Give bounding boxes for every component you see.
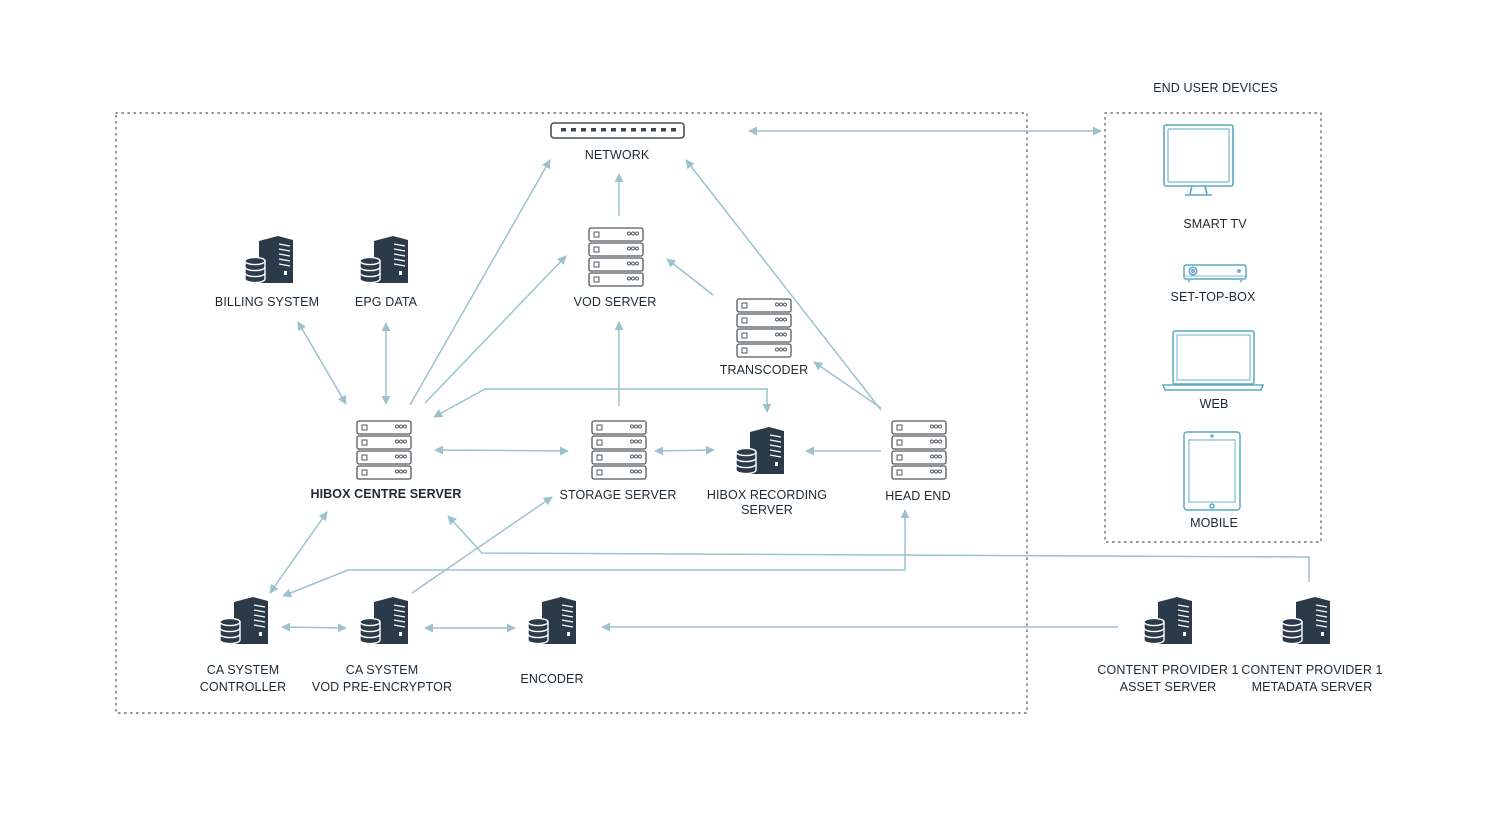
hibox-centre-server-label: HIBOX CENTRE SERVER	[310, 487, 462, 501]
smart-tv-icon	[1163, 124, 1234, 196]
epg-data-building-icon	[359, 235, 409, 284]
link-centre-recording	[433, 388, 772, 418]
end-user-devices-title: END USER DEVICES	[1153, 81, 1278, 95]
ca-system-controller-label-line1: CA SYSTEM	[206, 663, 280, 677]
ca-controller-building-icon	[219, 596, 269, 645]
link-centre-cacontroller	[269, 511, 328, 594]
content-provider-asset-label-line2: ASSET SERVER	[1119, 680, 1217, 694]
mobile-label: MOBILE	[1190, 516, 1238, 530]
system-boundary	[115, 112, 1028, 714]
laptop-icon	[1161, 330, 1265, 391]
content-provider-metadata-label-line1: CONTENT PROVIDER 1	[1241, 663, 1383, 677]
link-metadata-centre	[447, 515, 1310, 582]
smart-tv-label: SMART TV	[1183, 217, 1247, 231]
network-label: NETWORK	[584, 148, 650, 162]
link-storage-recording	[654, 445, 715, 456]
content-provider-asset-label: CONTENT PROVIDER 1 ASSET SERVER	[1096, 662, 1240, 696]
link-centre-network	[409, 159, 551, 406]
ca-system-encryptor-label-line1: CA SYSTEM	[345, 663, 419, 677]
link-transcoder-vod	[666, 258, 714, 296]
storage-server-rack-icon	[591, 420, 647, 480]
epg-data-label: EPG DATA	[354, 295, 418, 309]
link-cacontroller-encryptor	[281, 622, 347, 633]
vod-server-rack-icon	[588, 227, 644, 287]
network-switch-icon	[550, 122, 685, 139]
content-provider-asset-label-line1: CONTENT PROVIDER 1	[1097, 663, 1239, 677]
web-label: WEB	[1199, 397, 1229, 411]
connections	[269, 126, 1310, 633]
storage-server-label: STORAGE SERVER	[559, 488, 677, 502]
set-top-box-icon	[1183, 264, 1247, 283]
asset-server-building-icon	[1143, 596, 1193, 645]
hibox-recording-server-label-line2: SERVER	[741, 503, 793, 517]
link-billing-centre	[297, 321, 347, 405]
tablet-icon	[1183, 431, 1241, 511]
head-end-label: HEAD END	[885, 489, 951, 503]
set-top-box-label: SET-TOP-BOX	[1170, 290, 1256, 304]
encoder-building-icon	[527, 596, 577, 645]
ca-system-controller-label: CA SYSTEM CONTROLLER	[180, 662, 306, 696]
link-centre-storage	[434, 445, 569, 456]
ca-encryptor-building-icon	[359, 596, 409, 645]
end-user-devices-boundary	[1104, 112, 1322, 543]
billing-system-label: BILLING SYSTEM	[214, 295, 320, 309]
content-provider-metadata-label: CONTENT PROVIDER 1 METADATA SERVER	[1240, 662, 1384, 696]
link-headend-transcoder	[813, 361, 882, 409]
vod-server-label: VOD SERVER	[573, 295, 657, 309]
hibox-recording-server-label: HIBOX RECORDING SERVER	[700, 487, 834, 519]
head-end-rack-icon	[891, 420, 947, 480]
ca-system-encryptor-label: CA SYSTEM VOD PRE-ENCRYPTOR	[306, 662, 458, 696]
billing-system-building-icon	[244, 235, 294, 284]
content-provider-metadata-label-line2: METADATA SERVER	[1251, 680, 1373, 694]
hibox-recording-server-label-line1: HIBOX RECORDING	[706, 488, 828, 502]
ca-system-encryptor-label-line2: VOD PRE-ENCRYPTOR	[311, 680, 453, 694]
hibox-centre-server-rack-icon	[356, 420, 412, 480]
link-encryptor-storage	[411, 496, 553, 594]
transcoder-label: TRANSCODER	[719, 363, 809, 377]
encoder-label: ENCODER	[520, 672, 584, 686]
metadata-server-building-icon	[1281, 596, 1331, 645]
ca-system-controller-label-line2: CONTROLLER	[199, 680, 287, 694]
transcoder-rack-icon	[736, 298, 792, 358]
link-headend-network	[685, 159, 882, 411]
link-centre-vod	[424, 255, 567, 404]
hibox-recording-building-icon	[735, 426, 785, 475]
link-cacontroller-headend	[282, 509, 910, 598]
